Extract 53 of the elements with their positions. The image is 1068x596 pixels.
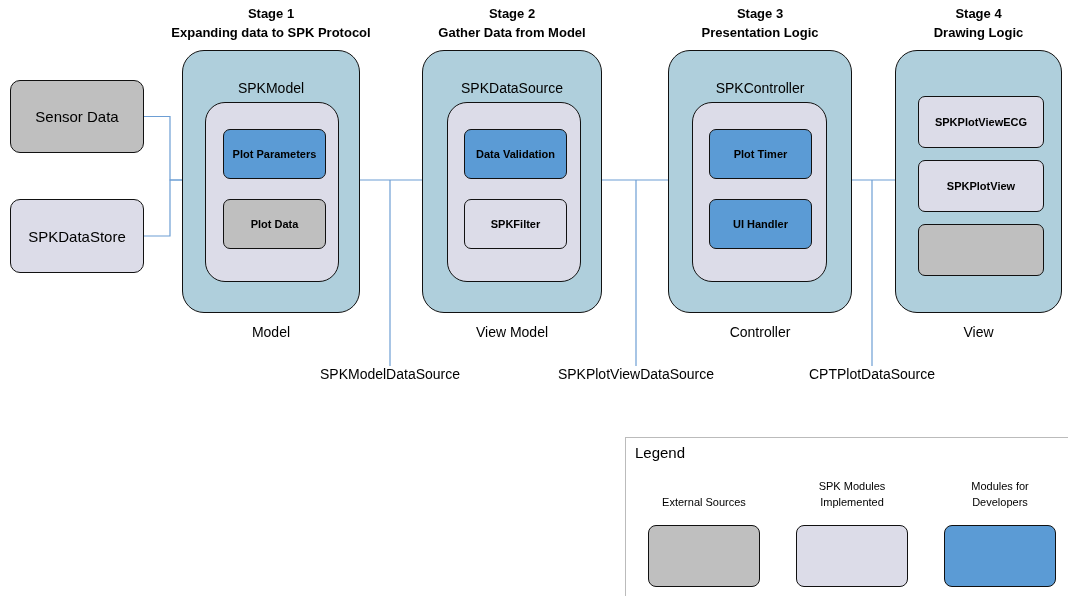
module-label: Data Validation (475, 147, 556, 162)
connector-line (143, 179, 183, 237)
component-title: SPKModel (236, 80, 306, 96)
stage-subheading: Drawing Logic (932, 24, 1025, 42)
module-label: Plot Parameters (231, 147, 318, 162)
interface-label: SPKPlotViewDataSource (546, 366, 726, 386)
stage-subheading: Expanding data to SPK Protocol (170, 24, 372, 42)
module-label: SPKFilter (489, 217, 542, 232)
module-label: UI Handler (732, 217, 789, 232)
connector-line (851, 179, 896, 181)
leader-line (871, 179, 873, 367)
component-container (205, 102, 339, 282)
stage-heading: Stage 2 (487, 5, 537, 23)
module-box (918, 224, 1044, 276)
stage-subheading: Gather Data from Model (437, 24, 587, 42)
layer-label: View Model (474, 324, 550, 340)
legend-label: Modules for Developers (970, 479, 1030, 510)
legend-label: SPK Modules Implemented (817, 479, 887, 510)
layer-label: Model (250, 324, 292, 340)
module-box (464, 199, 567, 249)
module-box (223, 199, 326, 249)
legend-label: External Sources (661, 495, 747, 510)
interface-label: SPKModelDataSource (300, 366, 480, 386)
source-box (10, 199, 144, 273)
component-title: SPKController (714, 80, 806, 96)
stage-heading: Stage 3 (735, 5, 785, 23)
module-box (464, 129, 567, 179)
component-container (692, 102, 827, 282)
legend-title: Legend (635, 444, 686, 461)
module-label: SPKPlotViewECG (933, 115, 1029, 130)
module-box (918, 96, 1044, 148)
leader-line (635, 179, 637, 367)
stage-subheading: Presentation Logic (700, 24, 820, 42)
layer-label: Controller (728, 324, 792, 340)
source-box (10, 80, 144, 153)
module-box (709, 199, 812, 249)
module-label: SPKPlotView (945, 179, 1017, 194)
source-label: Sensor Data (34, 107, 120, 127)
module-box (918, 160, 1044, 212)
connector-line (601, 179, 669, 181)
connector-line (359, 179, 423, 181)
component-title: SPKDataSource (460, 80, 564, 96)
module-box (223, 129, 326, 179)
interface-label: CPTPlotDataSource (782, 366, 962, 386)
module-box (709, 129, 812, 179)
module-label: Plot Timer (732, 147, 789, 162)
leader-line (389, 179, 391, 367)
stage-heading: Stage 4 (954, 5, 1003, 23)
layer-label: View (962, 324, 995, 340)
source-label: SPKDataStore (27, 226, 127, 247)
stage-heading: Stage 1 (246, 5, 296, 23)
component-container (447, 102, 581, 282)
module-label: Plot Data (249, 217, 300, 232)
